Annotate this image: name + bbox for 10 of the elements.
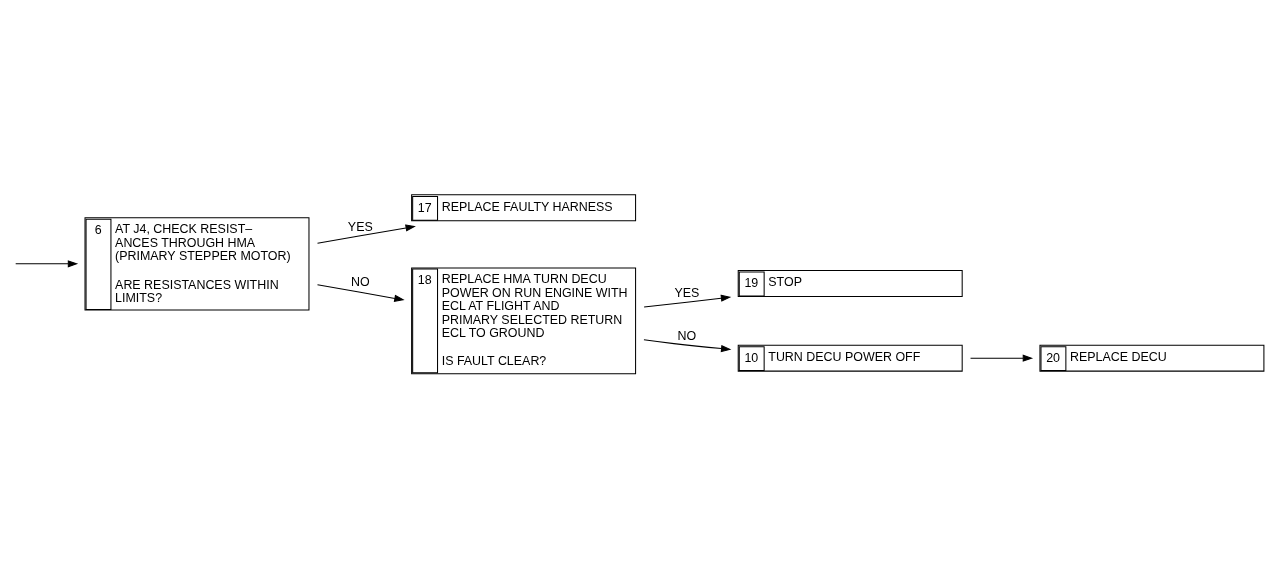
arrow [316,283,405,302]
arrow [642,338,731,352]
edge-label: NO [677,328,696,343]
arrow [969,354,1033,362]
arrow [316,223,416,244]
edge-label: NO [350,274,370,289]
arrow [643,294,731,308]
edge-label: YES [673,285,699,300]
arrow [14,259,78,267]
edge-label: YES [347,219,373,234]
